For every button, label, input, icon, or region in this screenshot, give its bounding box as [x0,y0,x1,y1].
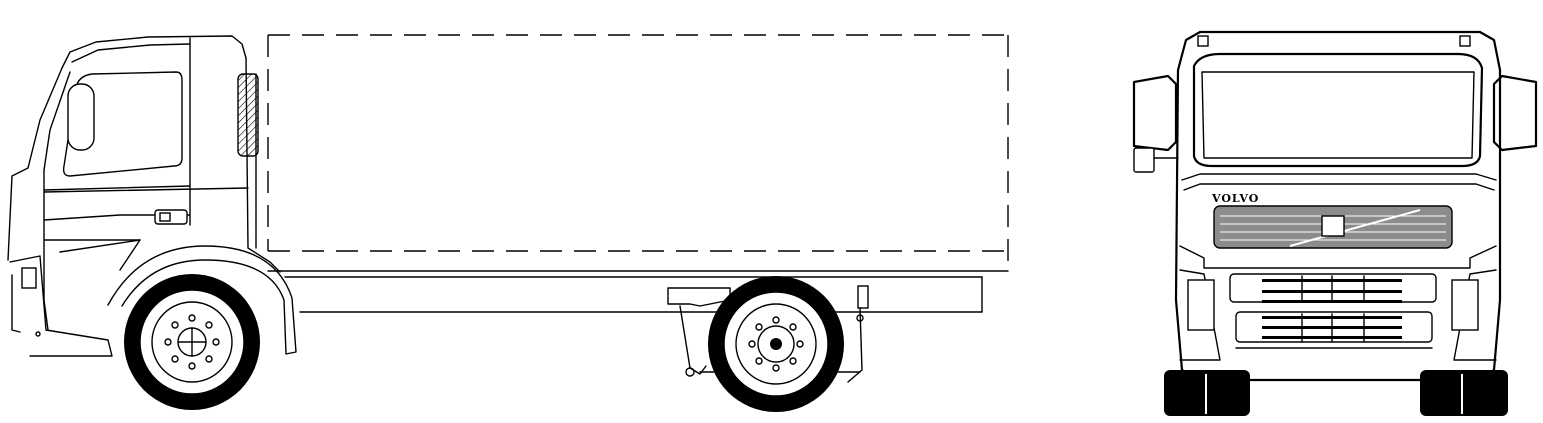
air-deflector [237,73,259,157]
headlight-side [21,267,37,289]
rear-wheel [708,276,844,412]
bumper-vent-lower [1235,311,1433,343]
front-wheel [124,274,260,410]
brand-lettering: VOLVO [1211,192,1259,205]
rear-light-post [857,285,869,309]
front-right-tyre [1420,370,1508,416]
right-headlight [1451,279,1479,331]
front-grille [1213,205,1453,249]
wheel-nuts-rear [748,316,804,372]
side-mirror [67,83,95,151]
windscreen [1192,52,1484,168]
wheel-nuts [164,314,220,370]
front-view: VOLVO [1132,30,1538,416]
bumper-vent-upper [1229,273,1437,303]
front-left-tyre [1164,370,1250,416]
left-headlight [1187,279,1215,331]
brand-emblem [1321,215,1345,237]
cargo-body-outline [267,34,1009,271]
right-mirror [1492,74,1538,152]
chassis-frame [267,270,1009,313]
roof-markers [1197,35,1471,47]
cab [7,35,297,357]
side-view [7,34,1009,412]
left-mirror [1132,74,1179,173]
